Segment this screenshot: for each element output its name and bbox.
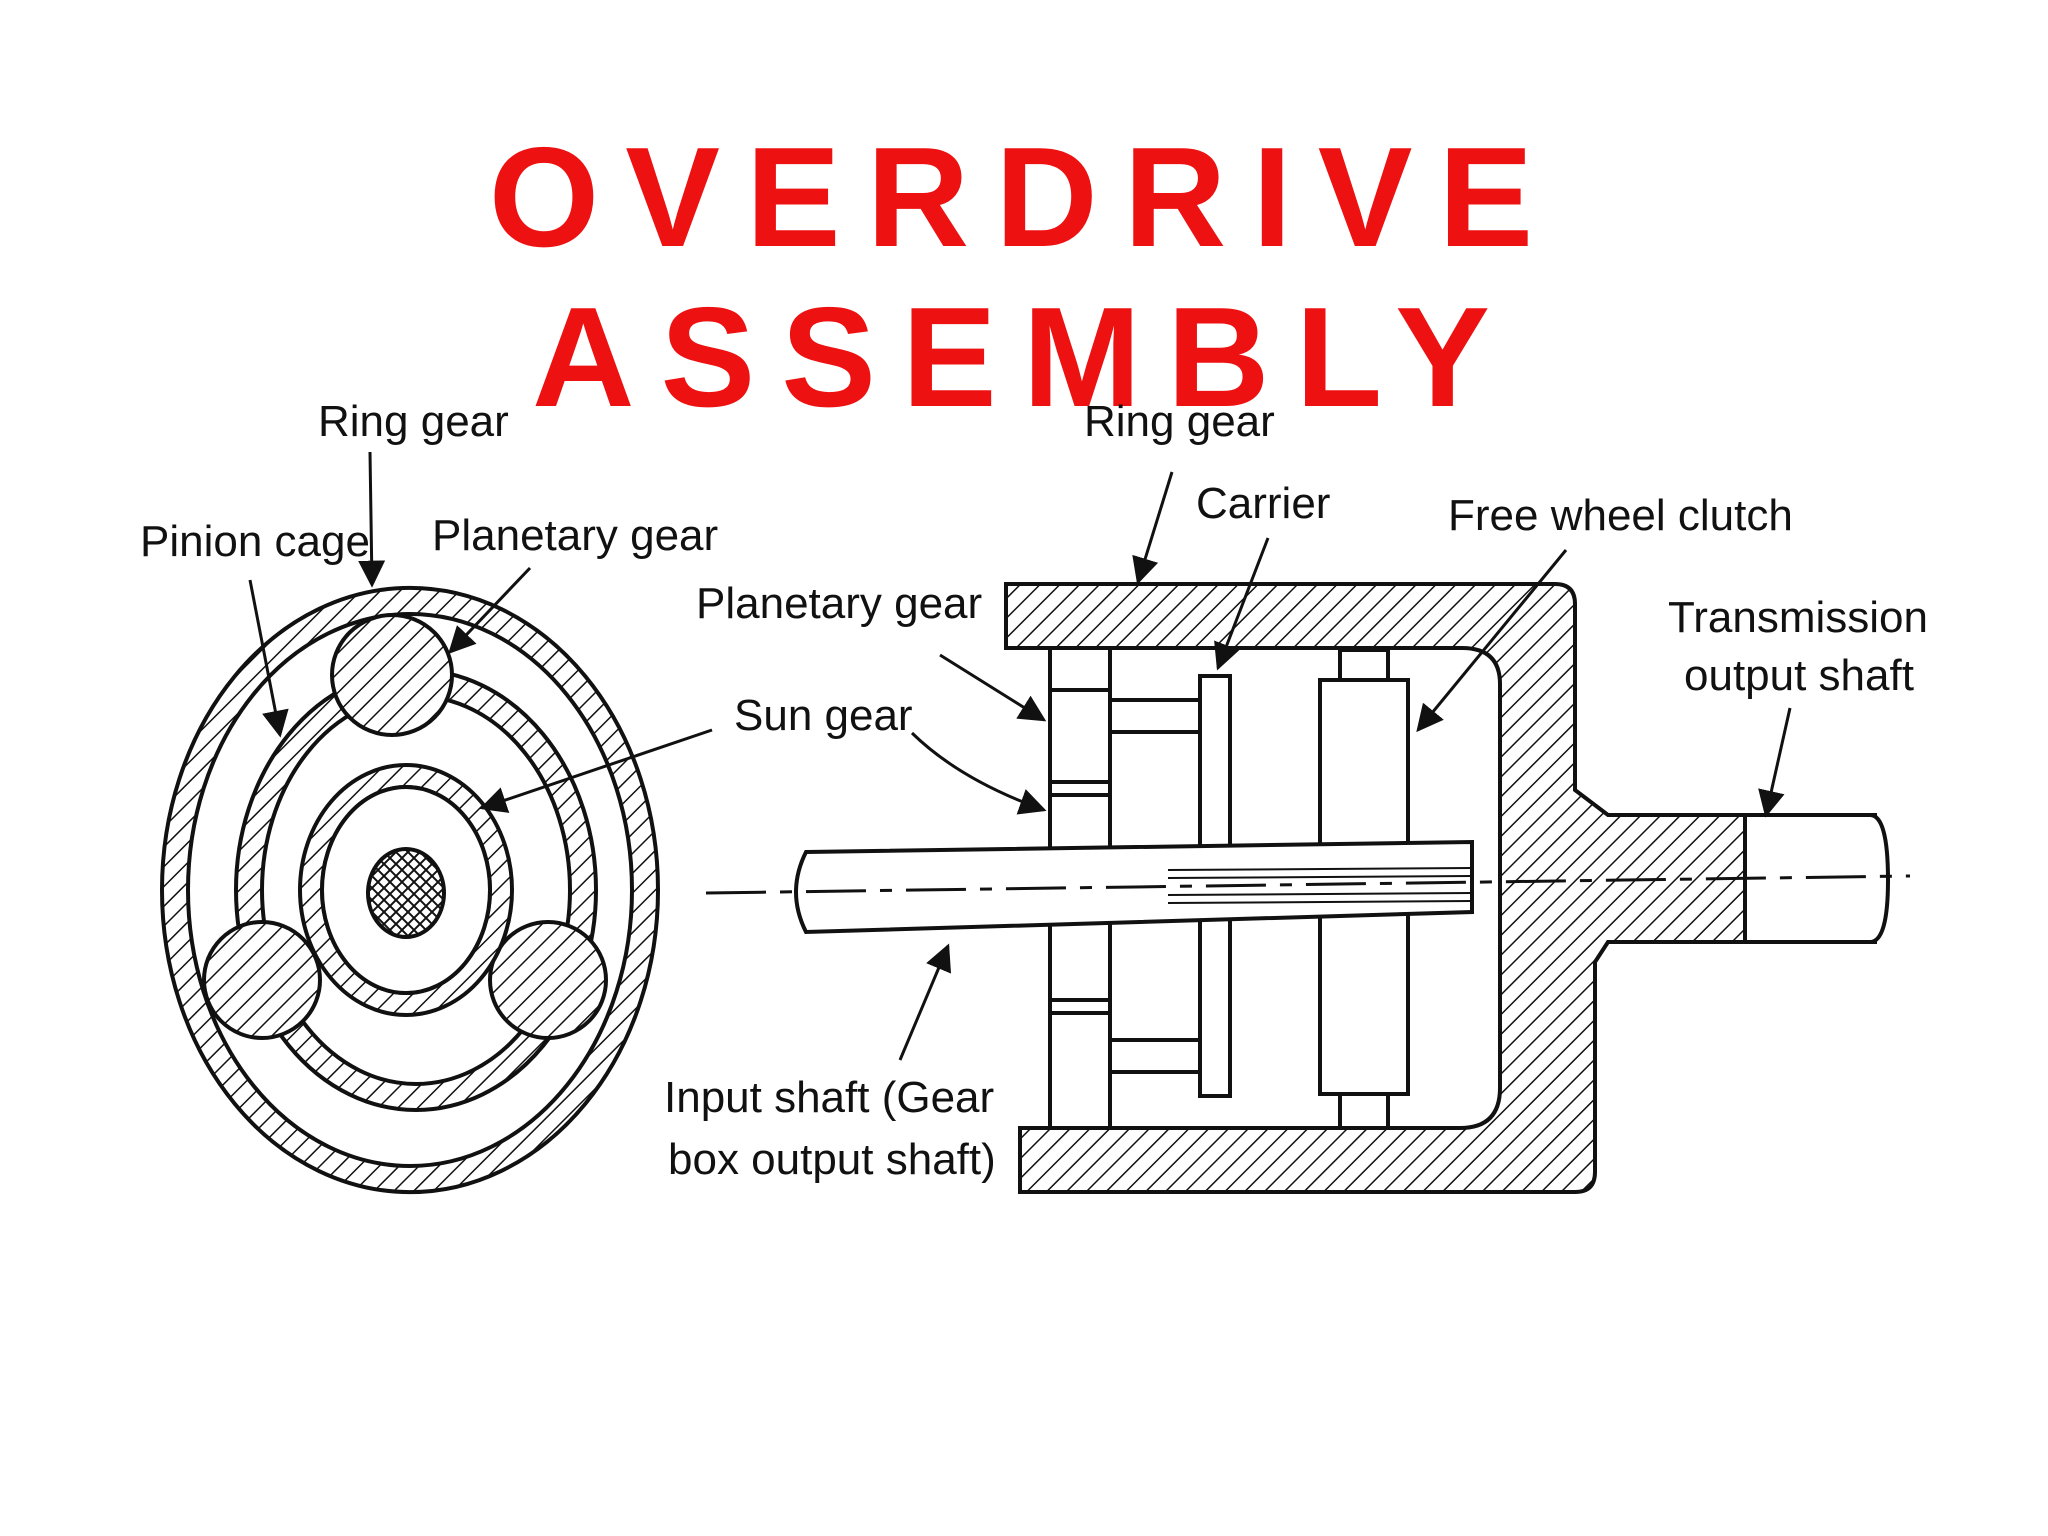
planetary-gear-left xyxy=(202,920,322,1040)
ring-gear-ring xyxy=(159,586,661,1194)
label-carrier: Carrier xyxy=(1196,479,1330,528)
label-pinion-cage: Pinion cage xyxy=(140,517,370,566)
planetary-gear-right xyxy=(488,920,608,1040)
label-input-shaft-line2: box output shaft) xyxy=(668,1135,996,1184)
labels: Ring gear Pinion cage Planetary gear Rin… xyxy=(140,397,1928,1184)
centre-line xyxy=(705,874,1911,895)
label-free-wheel-clutch: Free wheel clutch xyxy=(1448,491,1793,540)
planetary-gear-top xyxy=(330,613,454,737)
label-input-shaft-line1: Input shaft (Gear xyxy=(664,1073,994,1122)
front-view xyxy=(159,586,661,1194)
label-planetary-gear-front: Planetary gear xyxy=(432,511,718,560)
housing-drum xyxy=(1004,582,1877,1194)
label-transmission-output-shaft-line1: Transmission xyxy=(1668,593,1928,642)
slide-title: OVERDRIVE ASSEMBLY xyxy=(488,118,1560,437)
carrier-pin-top xyxy=(1108,698,1202,734)
label-transmission-output-shaft-line2: output shaft xyxy=(1684,651,1914,700)
label-planetary-gear-section: Planetary gear xyxy=(696,579,982,628)
shaft-core xyxy=(366,847,446,939)
pinion-cage-ring xyxy=(233,668,599,1112)
label-ring-gear-section: Ring gear xyxy=(1084,397,1275,446)
label-sun-gear: Sun gear xyxy=(734,691,913,740)
front-view-leaders xyxy=(248,451,713,813)
label-ring-gear-front: Ring gear xyxy=(318,397,509,446)
section-view-leaders xyxy=(898,471,1792,1061)
section-view xyxy=(705,582,1911,1194)
carrier-pin-bottom xyxy=(1108,1038,1202,1074)
